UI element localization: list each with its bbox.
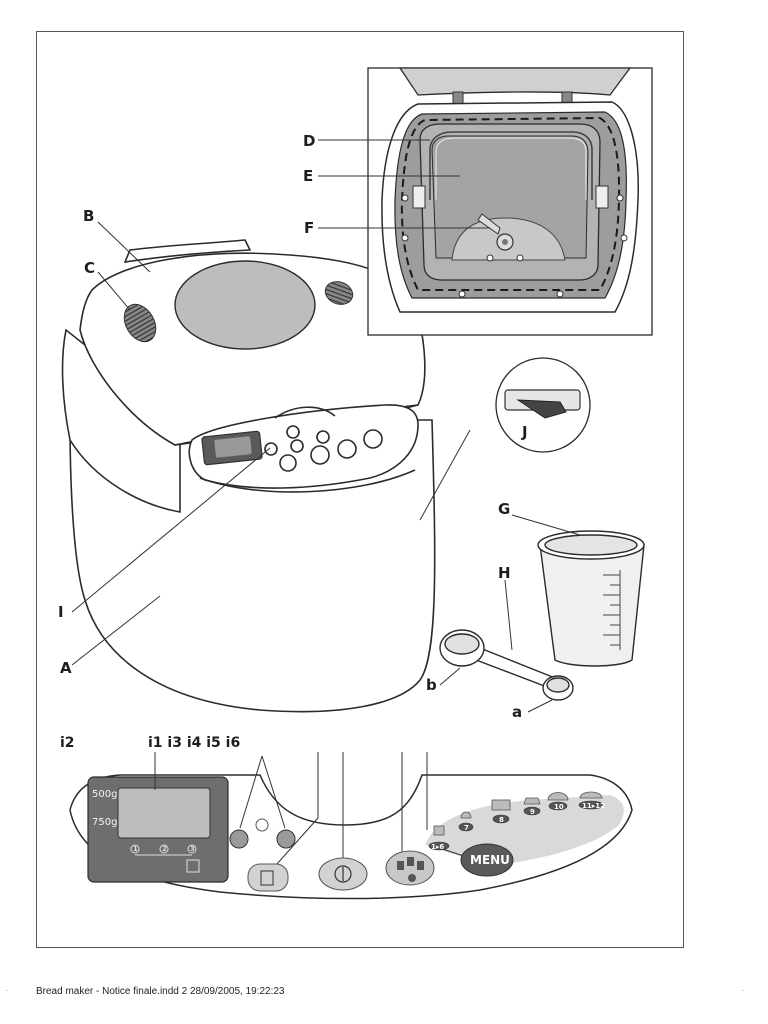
label-i2: i2 — [60, 735, 75, 751]
measuring-cup — [537, 530, 645, 667]
program-10: 10 — [554, 803, 564, 811]
label-b: B — [83, 207, 94, 225]
lid-hinge-detail — [419, 357, 591, 521]
label-d: D — [303, 132, 315, 150]
label-i: I — [58, 603, 64, 621]
label-a: A — [60, 659, 72, 677]
measuring-spoon — [439, 629, 574, 701]
label-c: C — [84, 259, 95, 277]
weight-750-label: 750g — [92, 817, 117, 828]
label-i1-i6: i1 i3 i4 i5 i6 — [148, 735, 240, 751]
label-f: F — [304, 219, 314, 237]
inset-open-machine — [367, 67, 653, 336]
weight-500-label: 500g — [92, 789, 117, 800]
bread-maker-body — [61, 239, 436, 713]
program-11-12: 11▸12 — [582, 802, 605, 810]
program-1-6: 1▸6 — [431, 843, 444, 851]
crust-mark-1: 1 — [133, 845, 138, 853]
crop-mark-left: . — [6, 984, 9, 993]
part-labels: B C D E F J G H I A b a i2 i1 i3 i4 i5 i… — [58, 132, 528, 751]
label-j: J — [521, 423, 528, 441]
program-8: 8 — [499, 816, 504, 824]
program-9: 9 — [530, 808, 535, 816]
label-g: G — [498, 500, 510, 518]
crop-mark-right: . — [742, 984, 745, 993]
print-footer: Bread maker - Notice finale.indd 2 28/09… — [36, 986, 285, 997]
control-panel-detail — [69, 752, 633, 900]
label-a-small: a — [512, 703, 522, 721]
figure-frame — [36, 31, 684, 948]
program-7: 7 — [464, 824, 469, 832]
label-b-small: b — [426, 676, 437, 694]
crust-mark-3: 3 — [190, 845, 195, 853]
menu-button-label: MENU — [470, 853, 510, 867]
label-h: H — [498, 564, 511, 582]
crust-mark-2: 2 — [162, 845, 167, 853]
panel-texts: 500g 750g MENU 1▸6 7 8 9 10 11▸12 1 2 3 — [92, 789, 605, 867]
label-e: E — [303, 167, 313, 185]
leader-lines — [71, 139, 581, 713]
